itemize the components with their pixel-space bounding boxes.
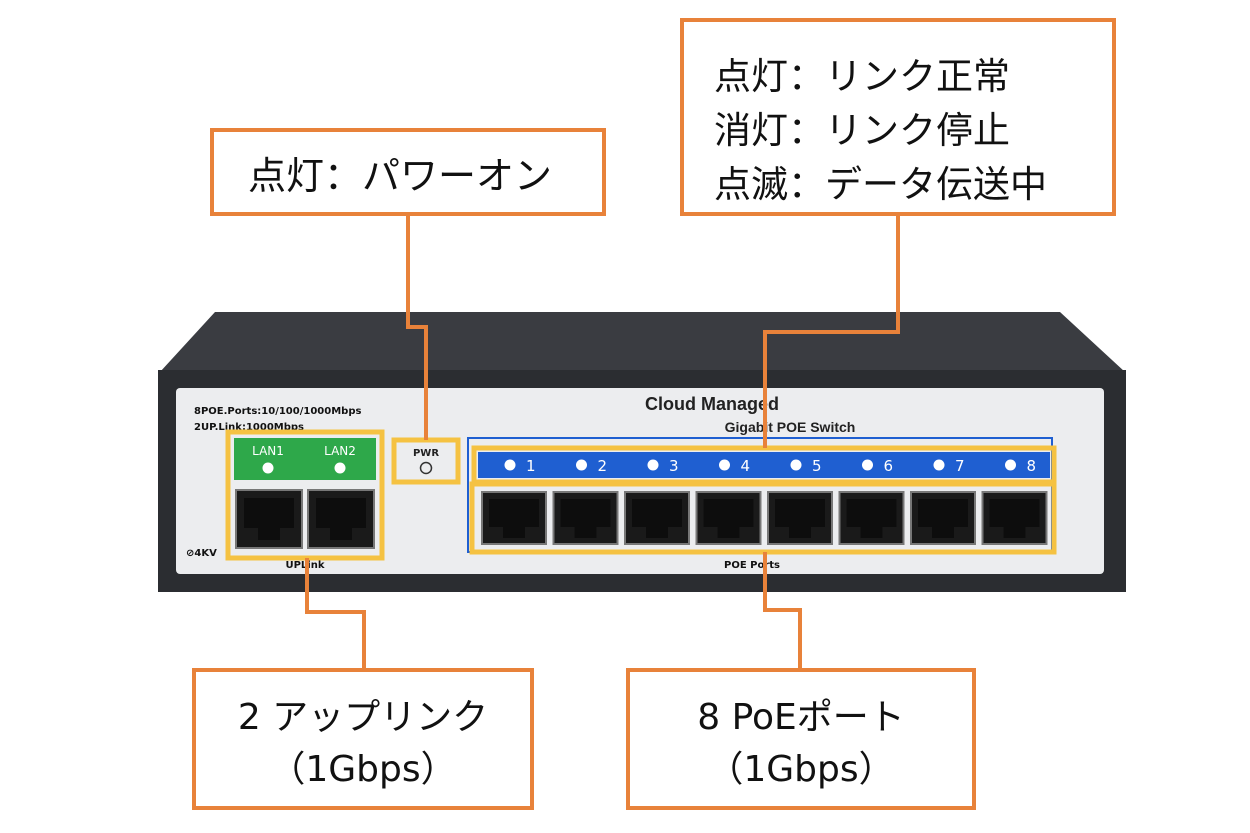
poe-led-3 xyxy=(647,459,659,471)
lan2-led xyxy=(334,462,346,474)
surge-label: ⊘4KV xyxy=(186,548,217,559)
uplink-callout-title: 2 アップリンク xyxy=(237,697,489,738)
uplink-port-1 xyxy=(235,489,303,549)
poe-callout-title: 8 PoEポート xyxy=(697,697,905,738)
poe-led-number-1: 1 xyxy=(526,457,536,475)
poe-port-5 xyxy=(767,491,833,545)
poe-led-strip xyxy=(478,452,1050,478)
poe-port-7 xyxy=(910,491,976,545)
brand-subtitle: Gigabit POE Switch xyxy=(725,419,856,435)
poe-led-1 xyxy=(504,459,516,471)
poe-port-4 xyxy=(695,491,762,545)
poe-ports-label: POE Ports xyxy=(724,560,780,571)
poe-led-number-8: 8 xyxy=(1027,457,1037,475)
poe-led-number-4: 4 xyxy=(741,457,751,475)
poe-ports-callout: 8 PoEポート （1Gbps） xyxy=(626,668,976,810)
poe-led-6 xyxy=(862,459,873,471)
poe-connector xyxy=(763,552,802,668)
uplink-callout: 2 アップリンク （1Gbps） xyxy=(192,668,534,810)
poe-led-8 xyxy=(1005,459,1016,471)
poe-led-5 xyxy=(790,459,802,471)
poe-port-1 xyxy=(481,491,547,545)
switch-top-lid xyxy=(160,312,1125,372)
poe-led-number-3: 3 xyxy=(669,457,679,475)
lan1-led xyxy=(262,462,274,474)
poe-port-group xyxy=(481,491,1048,545)
link-callout-line-off: 消灯：リンク停止 xyxy=(714,109,1010,152)
spec-ports-text: 8POE.Ports:10/100/1000Mbps xyxy=(194,406,361,417)
poe-led-group: 1 2 3 4 5 6 7 8 xyxy=(504,457,1037,475)
lan-led-strip xyxy=(234,438,376,480)
poe-port-6 xyxy=(838,491,905,545)
power-callout-text: 点灯：パワーオン xyxy=(248,153,553,198)
poe-port-2 xyxy=(552,491,619,545)
poe-led-number-5: 5 xyxy=(812,457,822,475)
uplink-port-2 xyxy=(307,489,375,549)
link-callout-line-blink: 点滅：データ伝送中 xyxy=(714,163,1047,206)
power-led-callout: 点灯：パワーオン xyxy=(210,128,606,216)
link-callout-line-on: 点灯：リンク正常 xyxy=(714,55,1010,98)
link-connector xyxy=(763,216,900,448)
pwr-led xyxy=(419,461,433,475)
power-connector xyxy=(406,216,428,440)
poe-led-number-7: 7 xyxy=(955,457,965,475)
poe-led-2 xyxy=(576,459,587,471)
brand-title: Cloud Managed xyxy=(645,394,779,414)
poe-led-number-6: 6 xyxy=(884,457,894,475)
poe-port-3 xyxy=(624,491,690,545)
uplink-callout-speed: （1Gbps） xyxy=(269,749,457,790)
pwr-label: PWR xyxy=(413,448,439,459)
lan1-label: LAN1 xyxy=(252,444,284,458)
spec-uplink-text: 2UP.Link:1000Mbps xyxy=(194,422,304,433)
poe-callout-speed: （1Gbps） xyxy=(707,749,895,790)
poe-led-7 xyxy=(933,459,945,471)
poe-led-4 xyxy=(719,459,730,471)
poe-port-8 xyxy=(981,491,1048,545)
lan2-label: LAN2 xyxy=(324,444,356,458)
poe-led-number-2: 2 xyxy=(598,457,608,475)
link-led-callout: 点灯：リンク正常 消灯：リンク停止 点滅：データ伝送中 xyxy=(680,18,1116,216)
uplink-connector xyxy=(305,558,366,668)
